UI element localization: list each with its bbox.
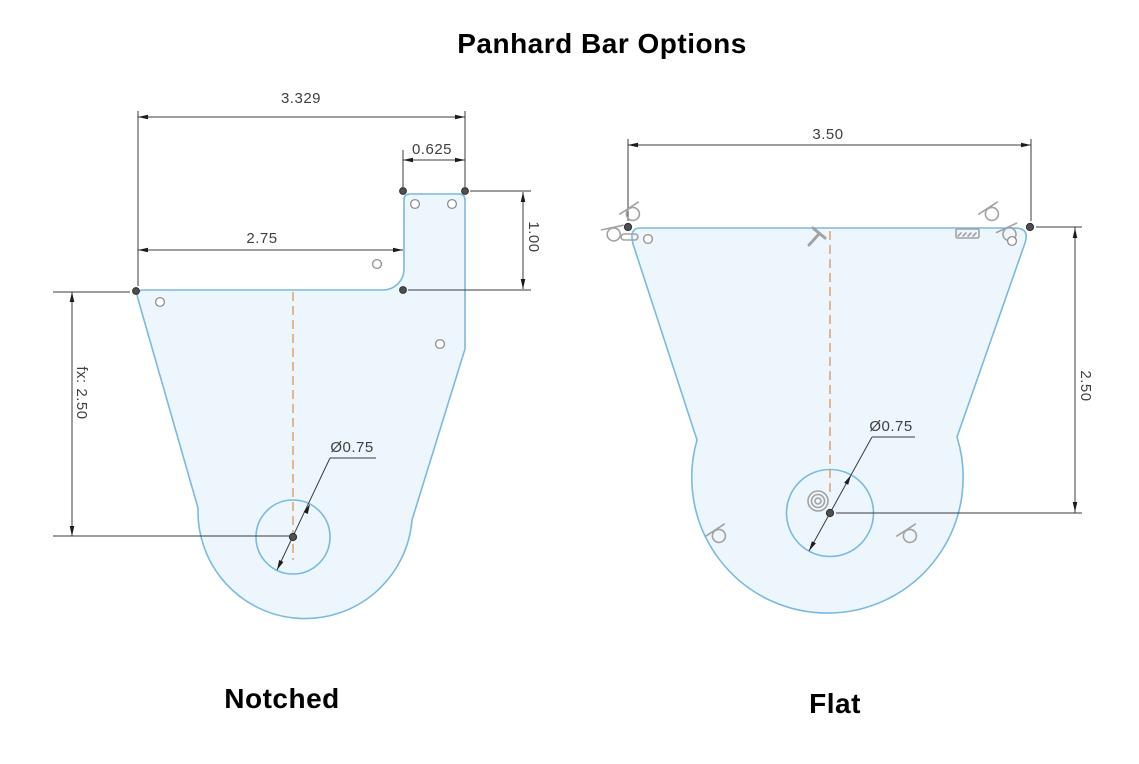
hole-center-point[interactable] [825,508,835,518]
hole-center-point[interactable] [288,532,298,542]
vertex-point[interactable] [132,287,140,295]
sketch-point [642,233,654,245]
vertex-point[interactable] [461,187,469,195]
dim-notched-hole-height[interactable]: fx: 2.50 [53,291,289,537]
sketch-point [434,338,446,350]
dim-text: 0.625 [412,141,452,158]
sketch-point [1006,235,1018,247]
notched-outline[interactable] [136,193,466,620]
notched-hole-circle[interactable] [255,499,331,575]
dim-text: Ø0.75 [869,418,912,435]
dim-text: 3.329 [281,90,321,107]
sketch-point [446,198,458,210]
dim-flat-hole-height[interactable]: 2.50 [836,226,1094,514]
dim-flat-overall-width[interactable]: 3.50 [627,126,1032,221]
vertex-point[interactable] [1025,222,1035,232]
dim-text: 2.50 [1077,370,1094,401]
vertex-point[interactable] [623,222,633,232]
flat-outline[interactable] [631,227,1028,614]
dim-notched-tab-height[interactable]: 1.00 [408,190,542,291]
vertex-point[interactable] [399,187,407,195]
dim-text: 1.00 [525,221,542,252]
flat-sketch: 3.50 2.50 Ø0.75 [600,126,1094,719]
dim-flat-hole-diameter[interactable]: Ø0.75 [808,418,915,552]
dim-notched-shoulder-width[interactable]: 2.75 [138,230,403,253]
sketch-point [154,296,166,308]
notched-label: Notched [224,683,340,714]
tangent-icon[interactable] [619,201,647,227]
coincident-icon[interactable] [620,233,639,241]
tangent-icon[interactable] [978,201,1006,227]
dim-notched-overall-width[interactable]: 3.329 [137,90,466,286]
vertex-point[interactable] [399,286,407,294]
fixed-icon[interactable] [955,228,980,239]
dim-text: 3.50 [812,126,843,143]
dim-notched-tab-width[interactable]: 0.625 [402,141,465,187]
sketch-point [409,198,421,210]
dim-text: fx: 2.50 [73,366,90,419]
dim-notched-hole-diameter[interactable]: Ø0.75 [276,439,376,571]
dim-text: Ø0.75 [330,439,373,456]
page-title: Panhard Bar Options [457,28,747,59]
notched-sketch: 3.329 0.625 2.75 1.00 [53,90,542,714]
dim-text: 2.75 [246,230,277,247]
midpoint-icon[interactable] [807,226,827,247]
flat-label: Flat [809,688,861,719]
sketch-point [371,258,383,270]
